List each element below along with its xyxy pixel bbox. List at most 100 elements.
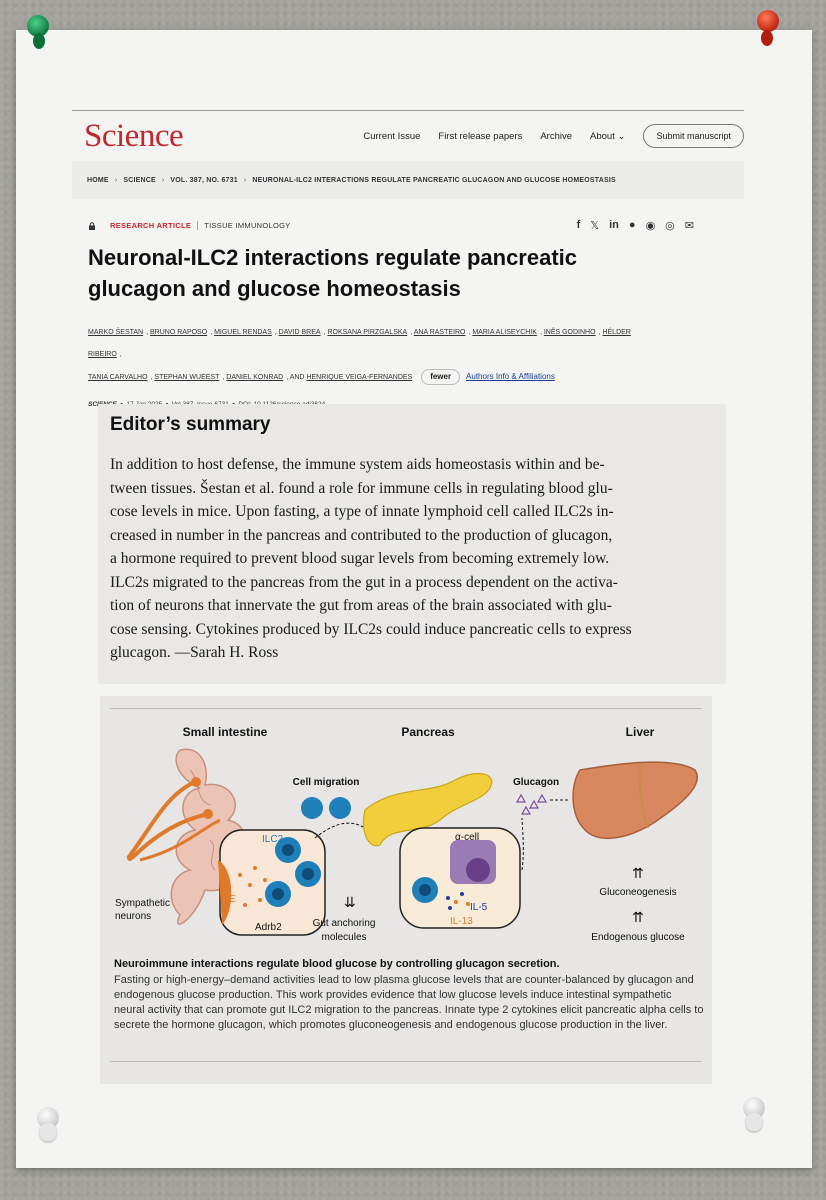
liver-shape <box>572 761 698 840</box>
label-alpha-cell: α-cell <box>455 832 479 843</box>
chevron-right-icon: › <box>243 176 247 184</box>
author-list: MARKO ŠESTAN, BRUNO RAPOSO, MIGUEL RENDA… <box>88 322 648 389</box>
author-link[interactable]: ANA RASTEIRO <box>413 329 466 336</box>
up-arrows-icon: ⇈ <box>632 865 644 881</box>
label-cell-migration: Cell migration <box>293 777 360 788</box>
author-link[interactable]: DAVID BREA <box>278 329 321 336</box>
fewer-authors-button[interactable]: fewer <box>421 369 461 385</box>
nav-about[interactable]: About <box>590 131 625 142</box>
down-arrows-icon: ⇊ <box>344 894 356 910</box>
email-icon[interactable]: ✉ <box>684 220 694 232</box>
label-ne: NE <box>222 894 236 905</box>
red-pushpin <box>757 10 779 46</box>
submit-manuscript-button[interactable]: Submit manuscript <box>643 124 744 148</box>
summary-line: ILC2s migrated to the pancreas from the … <box>110 573 618 591</box>
nav-first-release[interactable]: First release papers <box>438 130 523 142</box>
green-pushpin <box>27 15 49 49</box>
label-sympathetic: Sympathetic <box>115 898 170 909</box>
article-meta: RESEARCH ARTICLE TISSUE IMMUNOLOGY f 𝕏 i… <box>72 219 744 232</box>
breadcrumb-science[interactable]: SCIENCE <box>123 176 156 184</box>
share-bar: f 𝕏 in ● ◉ ◎ ✉ <box>577 219 694 232</box>
summary-line: creased in number in the pancreas and co… <box>110 526 613 544</box>
label-endogenous-glucose: Endogenous glucose <box>591 932 685 943</box>
nav-links: Current Issue First release papers Archi… <box>363 124 744 148</box>
label-il5: IL-5 <box>470 902 488 913</box>
author-link[interactable]: INÊS GODINHO <box>543 329 596 336</box>
label-gluconeogenesis: Gluconeogenesis <box>599 887 676 898</box>
figure-caption-title: Neuroimmune interactions regulate blood … <box>114 958 560 970</box>
label-gut-anchoring: Gut anchoring <box>313 918 376 929</box>
chevron-right-icon: › <box>161 176 165 184</box>
summary-line: cose levels in mice. Upon fasting, a typ… <box>110 503 614 520</box>
summary-line: In addition to host defense, the immune … <box>110 456 605 473</box>
author-link[interactable]: DANIEL KONRAD <box>226 374 284 381</box>
label-small-intestine: Small intestine <box>183 725 268 739</box>
summary-heading: Editor’s summary <box>110 414 271 435</box>
pancreas-shape <box>362 772 493 847</box>
science-webpage: Science Current Issue First release pape… <box>72 110 744 408</box>
summary-line: tion of neurons that innervate the gut f… <box>110 597 612 614</box>
top-divider <box>72 110 744 111</box>
lock-icon <box>89 221 95 230</box>
author-link[interactable]: MARKO ŠESTAN <box>88 329 144 336</box>
label-il13: IL-13 <box>450 916 473 927</box>
summary-line: glucagon. —Sarah H. Ross <box>110 644 279 661</box>
label-pancreas: Pancreas <box>401 725 455 739</box>
authors-affiliations-link[interactable]: Authors Info & Affiliations <box>466 372 555 381</box>
up-arrows-icon: ⇈ <box>632 909 644 925</box>
breadcrumb-home[interactable]: HOME <box>87 176 109 184</box>
label-molecules: molecules <box>321 932 366 943</box>
white-pushpin <box>743 1097 765 1131</box>
migrating-ilc2 <box>329 797 351 819</box>
figure-caption: Fasting or high-energy–demand activities… <box>114 974 704 1031</box>
chevron-right-icon: › <box>114 176 118 184</box>
wechat-icon[interactable]: ◉ <box>645 220 656 232</box>
summary-body: In addition to host defense, the immune … <box>110 453 710 665</box>
figure-bottom-rule <box>110 1061 702 1062</box>
summary-figure: Small intestine Pancreas Liver Sympathet… <box>100 696 712 1084</box>
glucagon-arrow <box>521 817 524 871</box>
linkedin-icon[interactable]: in <box>609 219 619 231</box>
label-neurons: neurons <box>115 911 151 922</box>
article-title: Neuronal-ILC2 interactions regulate panc… <box>88 245 578 301</box>
glucagon-triangles <box>515 793 548 815</box>
x-icon[interactable]: 𝕏 <box>590 220 600 232</box>
author-link[interactable]: TANIA CARVALHO <box>88 374 148 381</box>
author-and: AND <box>289 374 305 381</box>
white-pushpin <box>37 1107 59 1141</box>
sympathetic-neuron-shape <box>126 777 221 862</box>
breadcrumb-article: NEURONAL-ILC2 INTERACTIONS REGULATE PANC… <box>252 176 616 184</box>
facebook-icon[interactable]: f <box>576 219 581 231</box>
author-link[interactable]: ROKSANA PIRZGALSKA <box>327 329 408 336</box>
whatsapp-icon[interactable]: ◎ <box>665 220 675 232</box>
nav-current-issue[interactable]: Current Issue <box>363 130 421 142</box>
summary-line: cose sensing. Cytokines produced by ILC2… <box>110 620 632 638</box>
summary-line: tween tissues. Šestan et al. found a rol… <box>110 479 613 497</box>
summary-line: a hormone required to prevent blood suga… <box>110 550 610 567</box>
author-link[interactable]: MARIA ALISEYCHIK <box>472 329 537 336</box>
migrating-ilc2 <box>301 797 323 819</box>
gut-zoom-panel <box>218 829 326 936</box>
breadcrumb-volume[interactable]: VOL. 387, NO. 6731 <box>170 176 238 184</box>
pancreas-zoom-panel <box>399 827 521 929</box>
author-link[interactable]: HÉLDER RIBEIRO <box>88 329 631 358</box>
label-ilc2: ILC2 <box>262 834 284 845</box>
label-glucagon: Glucagon <box>513 777 559 788</box>
author-link[interactable]: MIGUEL RENDAS <box>214 329 272 336</box>
author-link[interactable]: STEPHAN WUEEST <box>154 374 220 381</box>
author-link[interactable]: BRUNO RAPOSO <box>150 329 208 336</box>
science-logo[interactable]: Science <box>84 117 184 154</box>
article-type[interactable]: RESEARCH ARTICLE <box>110 221 192 230</box>
reddit-icon[interactable]: ● <box>628 219 636 231</box>
editors-summary: Editor’s summary In addition to host def… <box>98 404 726 684</box>
label-liver: Liver <box>626 725 655 739</box>
top-nav: Science Current Issue First release pape… <box>72 111 744 161</box>
author-link[interactable]: HENRIQUE VEIGA-FERNANDES <box>306 374 413 381</box>
neuroimmune-diagram: Small intestine Pancreas Liver Sympathet… <box>115 725 698 943</box>
article-section[interactable]: TISSUE IMMUNOLOGY <box>197 221 290 230</box>
nav-archive[interactable]: Archive <box>540 130 573 142</box>
figure-top-rule <box>110 708 702 709</box>
migration-arrow <box>314 822 366 839</box>
breadcrumb: HOME › SCIENCE › VOL. 387, NO. 6731 › NE… <box>72 161 744 199</box>
label-adrb2: Adrb2 <box>255 922 282 933</box>
